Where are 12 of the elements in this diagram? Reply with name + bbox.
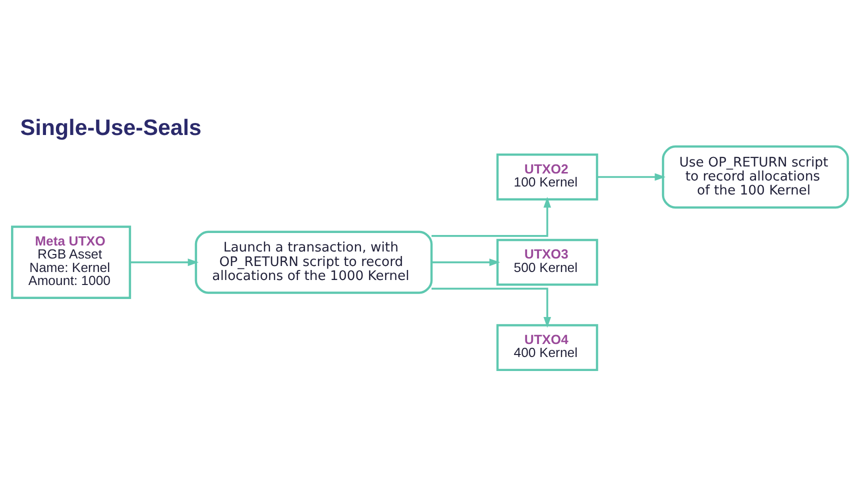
arrow bbox=[432, 258, 500, 266]
diagram-title: Single-Use-Seals bbox=[20, 114, 202, 140]
arrow bbox=[130, 258, 199, 266]
node-box: UTXO4 400 Kernel bbox=[496, 324, 598, 371]
node-box: UTXO2 100 Kernel bbox=[496, 153, 598, 200]
node-box: Launch a transaction, with OP_RETURN script to record allocations of the 1000 Kernel bbox=[194, 230, 433, 294]
node-box: UTXO3 500 Kernel bbox=[496, 238, 598, 286]
node-box: Meta UTXO RGB Asset Name: Kernel Amount: 1000 bbox=[11, 225, 132, 298]
node-box: Use OP_RETURN script to record allocations of the 100 Kernel bbox=[662, 144, 849, 208]
arrow bbox=[597, 172, 666, 180]
arrow bbox=[432, 287, 552, 328]
arrow bbox=[432, 196, 552, 236]
